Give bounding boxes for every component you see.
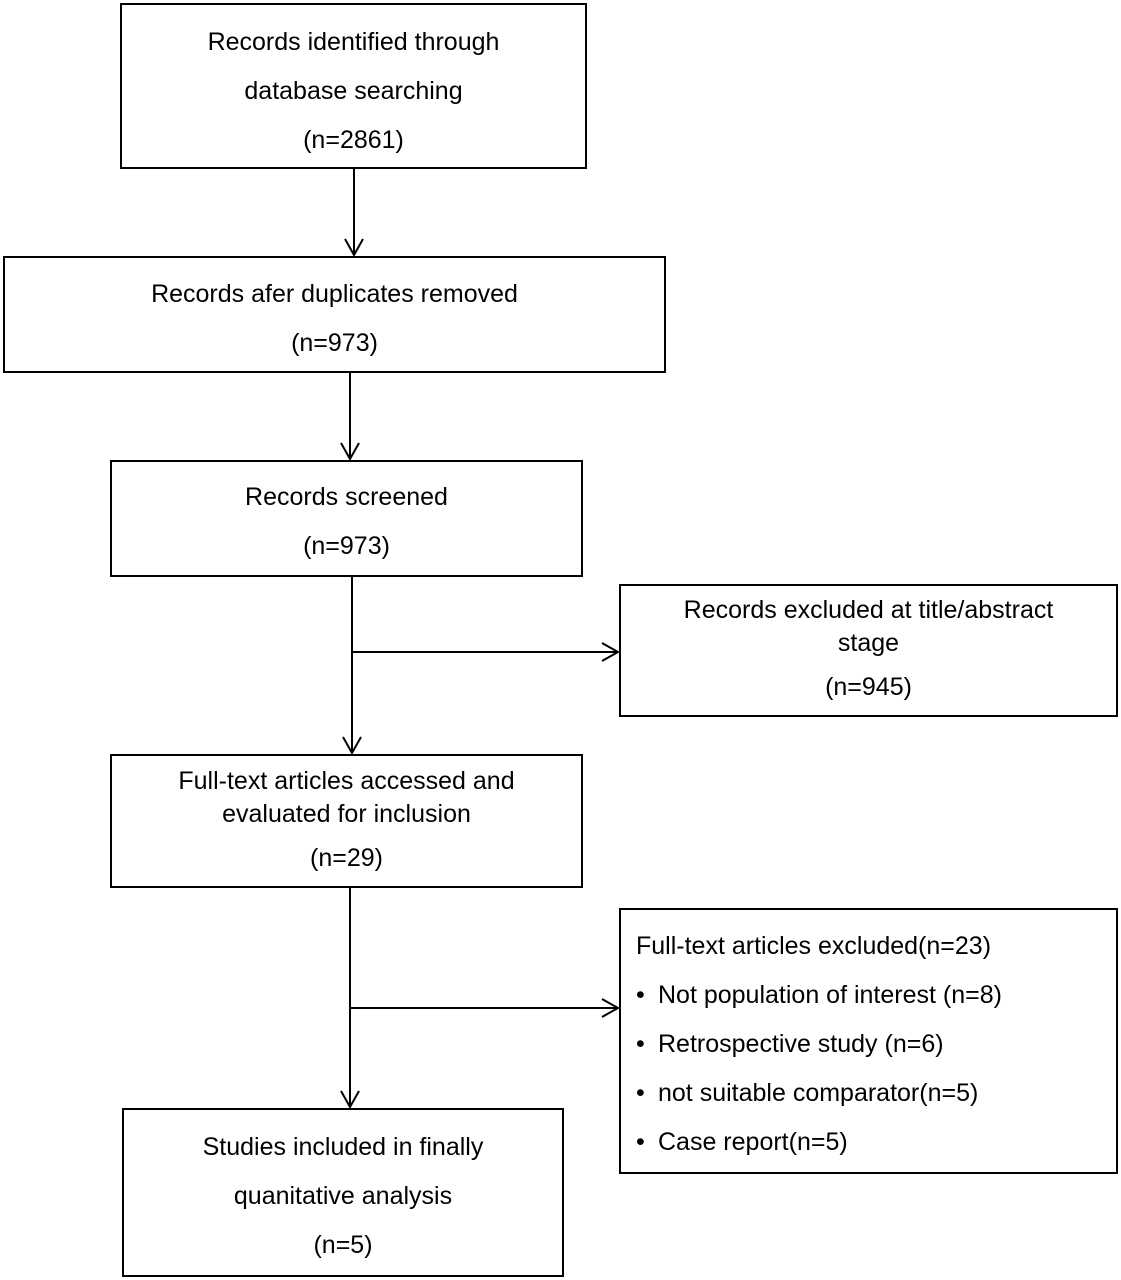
exclusion-reason: • Case report(n=5): [636, 1127, 848, 1157]
box-text-line: Records afer duplicates removed: [151, 280, 518, 308]
box-duplicates-removed: Records afer duplicates removed (n=973): [3, 256, 666, 373]
arrowhead-duplicates-to-screened: [340, 442, 360, 462]
box-text-line: evaluated for inclusion: [222, 800, 471, 828]
arrowhead-identified-to-duplicates: [344, 238, 364, 258]
bullet-icon: •: [636, 1128, 645, 1156]
box-text-line: Records excluded at title/abstract: [683, 596, 1054, 624]
exclusion-reason-text: Case report(n=5): [658, 1128, 848, 1156]
exclusion-reason: • Not population of interest (n=8): [636, 980, 1002, 1010]
bullet-icon: •: [636, 1079, 645, 1107]
box-count: (n=945): [825, 673, 912, 701]
bullet-icon: •: [636, 981, 645, 1009]
box-text-line: quanitative analysis: [233, 1182, 453, 1210]
box-excluded-title-abstract: Records excluded at title/abstract stage…: [619, 584, 1118, 717]
exclusion-reason: • Retrospective study (n=6): [636, 1029, 944, 1059]
exclusion-reason: • not suitable comparator(n=5): [636, 1078, 978, 1108]
box-fulltext-excluded: Full-text articles excluded(n=23) • Not p…: [619, 908, 1118, 1174]
bullet-icon: •: [636, 1030, 645, 1058]
arrowhead-fulltext-to-included: [340, 1090, 360, 1110]
box-records-identified: Records identified through database sear…: [120, 3, 587, 169]
box-studies-included: Studies included in finally quanitative …: [122, 1108, 564, 1277]
arrowhead-to-excluded-title: [601, 642, 621, 662]
box-text-line: Full-text articles accessed and: [178, 767, 515, 795]
box-count: (n=973): [303, 532, 390, 560]
box-count: (n=973): [291, 329, 378, 357]
box-text-line: database searching: [244, 77, 463, 105]
box-fulltext-assessed: Full-text articles accessed and evaluate…: [110, 754, 583, 888]
arrowhead-screened-to-fulltext: [342, 736, 362, 756]
box-count: (n=5): [313, 1231, 373, 1259]
exclusion-reason-text: Not population of interest (n=8): [658, 981, 1002, 1009]
exclusion-reason-text: not suitable comparator(n=5): [658, 1079, 979, 1107]
box-count: (n=2861): [303, 126, 404, 154]
box-text-line: stage: [837, 629, 900, 657]
box-records-screened: Records screened (n=973): [110, 460, 583, 577]
box-text-line: Studies included in finally: [202, 1133, 484, 1161]
box-text-line: Records identified through: [207, 28, 500, 56]
box-title: Full-text articles excluded(n=23): [636, 932, 992, 960]
box-text-line: Records screened: [245, 483, 448, 511]
arrowhead-to-fulltext-excluded: [601, 998, 621, 1018]
box-count: (n=29): [310, 844, 383, 872]
exclusion-reason-text: Retrospective study (n=6): [658, 1030, 944, 1058]
